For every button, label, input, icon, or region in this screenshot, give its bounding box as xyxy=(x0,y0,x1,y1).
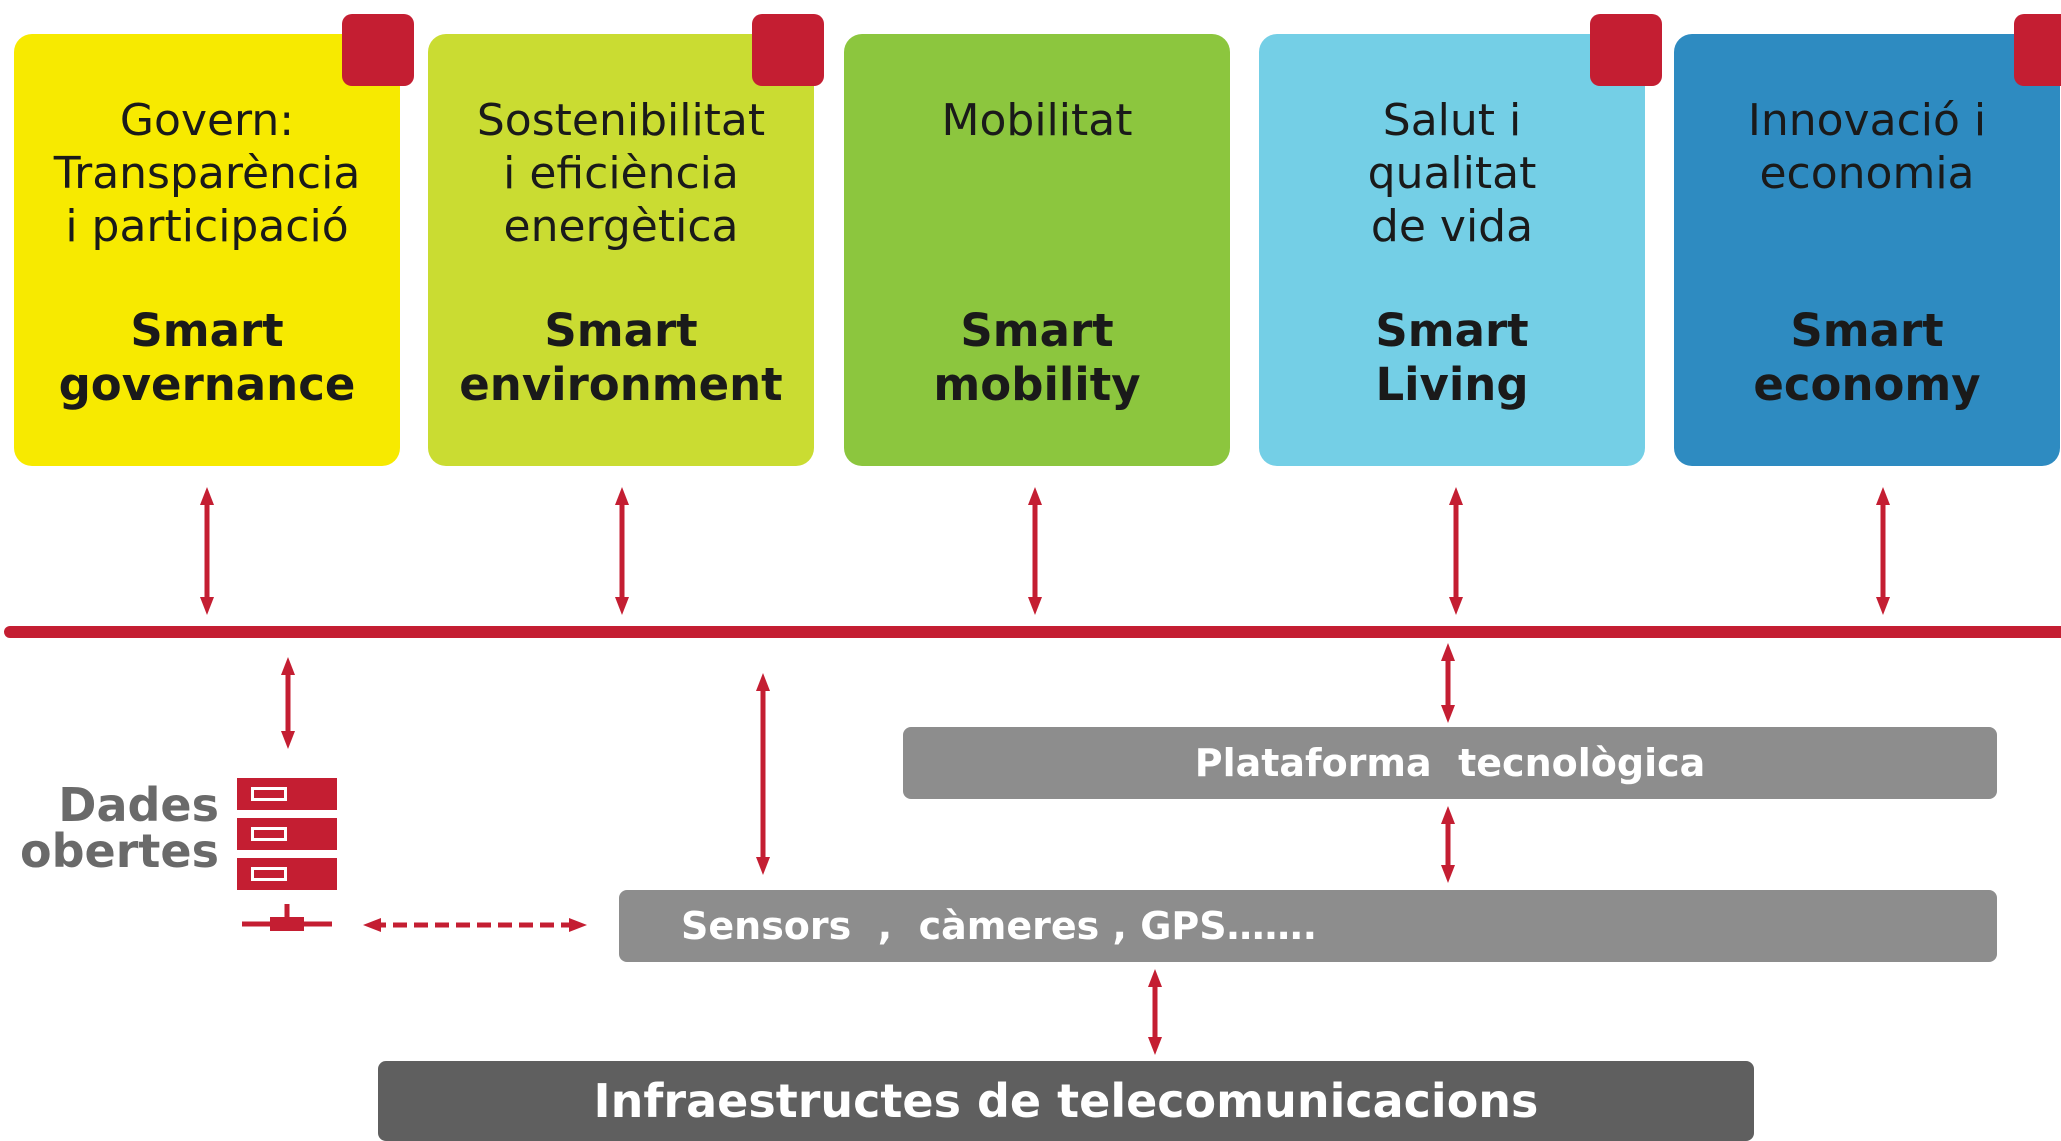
domain-subtitle: Sostenibilitat i eficiència energètica xyxy=(476,95,766,252)
domain-subtitle: Govern: Transparència i participació xyxy=(53,95,361,252)
sensors-layer: Sensors , càmeres , GPS……. xyxy=(619,890,1997,962)
domain-subtitle: Mobilitat xyxy=(941,95,1133,146)
domain-title: Smart Living xyxy=(1375,304,1529,411)
infrastructure-label: Infraestructes de telecomunicacions xyxy=(593,1074,1539,1128)
server-icon xyxy=(237,818,337,850)
server-icon xyxy=(237,778,337,810)
domain-title: Smart environment xyxy=(459,304,783,411)
domain-box-environment: Sostenibilitat i eficiència energètica S… xyxy=(428,34,814,466)
infrastructure-layer: Infraestructes de telecomunicacions xyxy=(378,1061,1754,1141)
domain-title: Smart mobility xyxy=(933,304,1141,411)
domain-subtitle: Salut i qualitat de vida xyxy=(1367,95,1537,252)
domain-title: Smart economy xyxy=(1753,304,1981,411)
domain-box-governance: Govern: Transparència i participació Sma… xyxy=(14,34,400,466)
server-foot xyxy=(270,917,304,931)
domain-box-mobility: Mobilitat Smart mobility xyxy=(844,34,1230,466)
open-data-label: Dades obertes xyxy=(20,778,219,878)
corner-tag xyxy=(2014,14,2061,86)
platform-layer: Plataforma tecnològica xyxy=(903,727,1997,799)
domain-title: Smart governance xyxy=(58,304,356,411)
domain-box-economy: Innovació i economia Smart economy xyxy=(1674,34,2060,466)
domain-box-living: Salut i qualitat de vida Smart Living xyxy=(1259,34,1645,466)
server-icon xyxy=(237,858,337,890)
domain-subtitle: Innovació i economia xyxy=(1747,95,1987,199)
platform-label: Plataforma tecnològica xyxy=(1194,741,1706,785)
sensors-label: Sensors , càmeres , GPS……. xyxy=(681,904,1318,948)
corner-tag xyxy=(342,14,414,86)
corner-tag xyxy=(1590,14,1662,86)
corner-tag xyxy=(752,14,824,86)
